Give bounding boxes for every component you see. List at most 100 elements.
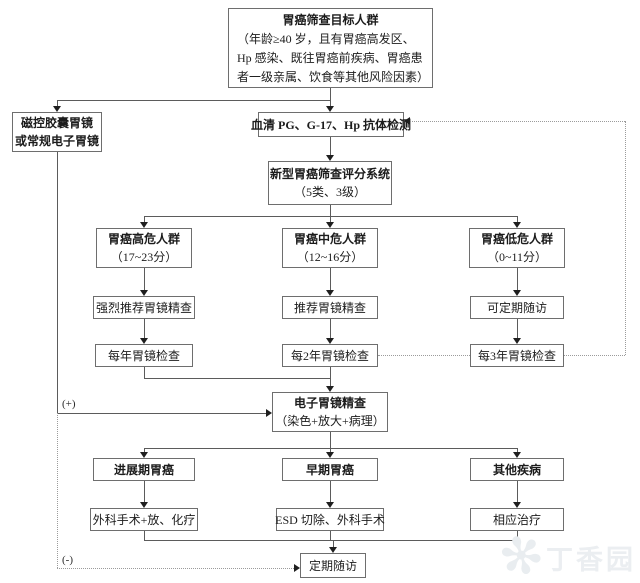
connector [330,432,331,453]
arrowhead [513,452,521,458]
node-title: 新型胃癌筛查评分系统 [269,167,390,181]
connector [517,481,518,503]
node-biennial-endoscopy: 每2年胃镜检查 [282,344,378,367]
node-line: 血清 PG、G-17、Hp 抗体检测 [251,117,412,132]
arrowhead [513,222,521,228]
node-subtitle: （17~23分） [110,250,178,264]
node-line: 推荐胃镜精查 [293,300,366,315]
arrowhead [326,106,334,112]
node-description: （年龄≥40 岁，且有胃癌高发区、Hp 感染、既往胃癌前疾病、胃癌患者一级亲属、… [237,31,430,84]
connector [330,481,331,503]
node-capsule-gastroscopy: 磁控胶囊胃镜 或常规电子胃镜 [12,112,102,152]
arrowhead [140,502,148,508]
node-strong-recommend-endoscopy: 强烈推荐胃镜精查 [93,296,195,319]
connector [517,531,518,540]
label-positive: (+) [61,398,77,410]
connector-negative-branch [57,568,294,569]
node-title: 胃癌低危人群 [480,232,553,246]
connector-feedback-loop [564,355,625,356]
connector [144,216,145,223]
watermark: ✻ 丁香园 [492,522,636,583]
node-line: 进展期胃癌 [113,462,174,477]
node-subtitle: （12~16分） [296,250,364,264]
connector-feedback-loop [410,121,625,122]
node-line: 每3年胃镜检查 [477,348,556,363]
node-periodic-followup-option: 可定期随访 [470,296,564,319]
arrowhead [326,386,334,392]
node-title: 电子胃镜精查 [293,396,366,410]
node-corresponding-treatment: 相应治疗 [470,508,564,531]
arrowhead [513,290,521,296]
connector-positive-branch [57,152,58,413]
node-title: 胃癌中危人群 [293,232,366,246]
node-title: 胃癌筛查目标人群 [282,12,379,27]
connector [144,448,145,453]
dxy-logo-icon: ✻ [492,521,553,583]
node-line: 定期随访 [308,558,357,573]
arrowhead [326,222,334,228]
connector-feedback-loop [625,121,626,355]
node-detailed-endoscopy: 电子胃镜精查 （染色+放大+病理） [272,392,388,432]
connector [517,319,518,339]
arrowhead [140,290,148,296]
connector [330,367,331,387]
label-negative: (-) [61,554,74,566]
node-subtitle: （5类、3级） [293,185,366,199]
watermark-brand: 丁香园 [546,544,636,575]
node-surgery-chemo: 外科手术+放、化疗 [90,508,198,531]
arrowhead [513,338,521,344]
connector [333,540,334,548]
arrowhead [140,452,148,458]
connector [144,378,330,379]
node-line: 早期胃癌 [305,462,354,477]
node-regular-followup: 定期随访 [300,553,366,578]
arrowhead [513,502,521,508]
node-line: 强烈推荐胃镜精查 [95,300,192,315]
arrowhead [326,155,334,161]
arrowhead [404,117,410,125]
connector [144,268,145,291]
connector [330,268,331,291]
arrowhead [326,502,334,508]
connector-negative-branch [57,413,58,568]
node-line: 其他疾病 [492,462,541,477]
node-early-gastric-cancer: 早期胃癌 [282,458,378,481]
node-annual-endoscopy: 每年胃镜检查 [95,344,193,367]
node-line: 每年胃镜检查 [107,348,180,363]
connector [330,100,331,107]
node-subtitle: （染色+放大+病理） [275,414,385,428]
connector [144,540,517,541]
connector [144,367,145,378]
connector [330,531,331,540]
node-line: 相应治疗 [492,512,541,527]
connector [330,319,331,339]
connector [330,88,331,100]
node-title: 胃癌高危人群 [107,232,180,246]
node-medium-risk-group: 胃癌中危人群 （12~16分） [282,228,378,268]
arrowhead [140,222,148,228]
arrowhead [53,106,61,112]
node-subtitle: （0~11分） [486,250,548,264]
node-line: ESD 切除、外科手术 [275,512,385,527]
connector [144,481,145,503]
connector [517,448,518,453]
arrowhead [140,338,148,344]
node-high-risk-group: 胃癌高危人群 （17~23分） [96,228,192,268]
connector [57,100,330,101]
connector [517,268,518,291]
node-esd-surgery: ESD 切除、外科手术 [275,508,385,531]
node-target-population: 胃癌筛查目标人群 （年龄≥40 岁，且有胃癌高发区、Hp 感染、既往胃癌前疾病、… [228,8,433,88]
node-serum-test: 血清 PG、G-17、Hp 抗体检测 [251,112,411,137]
node-line: 外科手术+放、化疗 [92,512,196,527]
node-line: 磁控胶囊胃镜 [20,116,93,130]
node-advanced-gastric-cancer: 进展期胃癌 [93,458,195,481]
connector [517,216,518,223]
connector-interval-link [378,355,470,356]
arrowhead [326,338,334,344]
node-recommend-endoscopy: 推荐胃镜精查 [282,296,378,319]
node-line: 可定期随访 [486,300,547,315]
connector [330,137,331,156]
node-low-risk-group: 胃癌低危人群 （0~11分） [469,228,565,268]
node-scoring-system: 新型胃癌筛查评分系统 （5类、3级） [268,161,392,205]
